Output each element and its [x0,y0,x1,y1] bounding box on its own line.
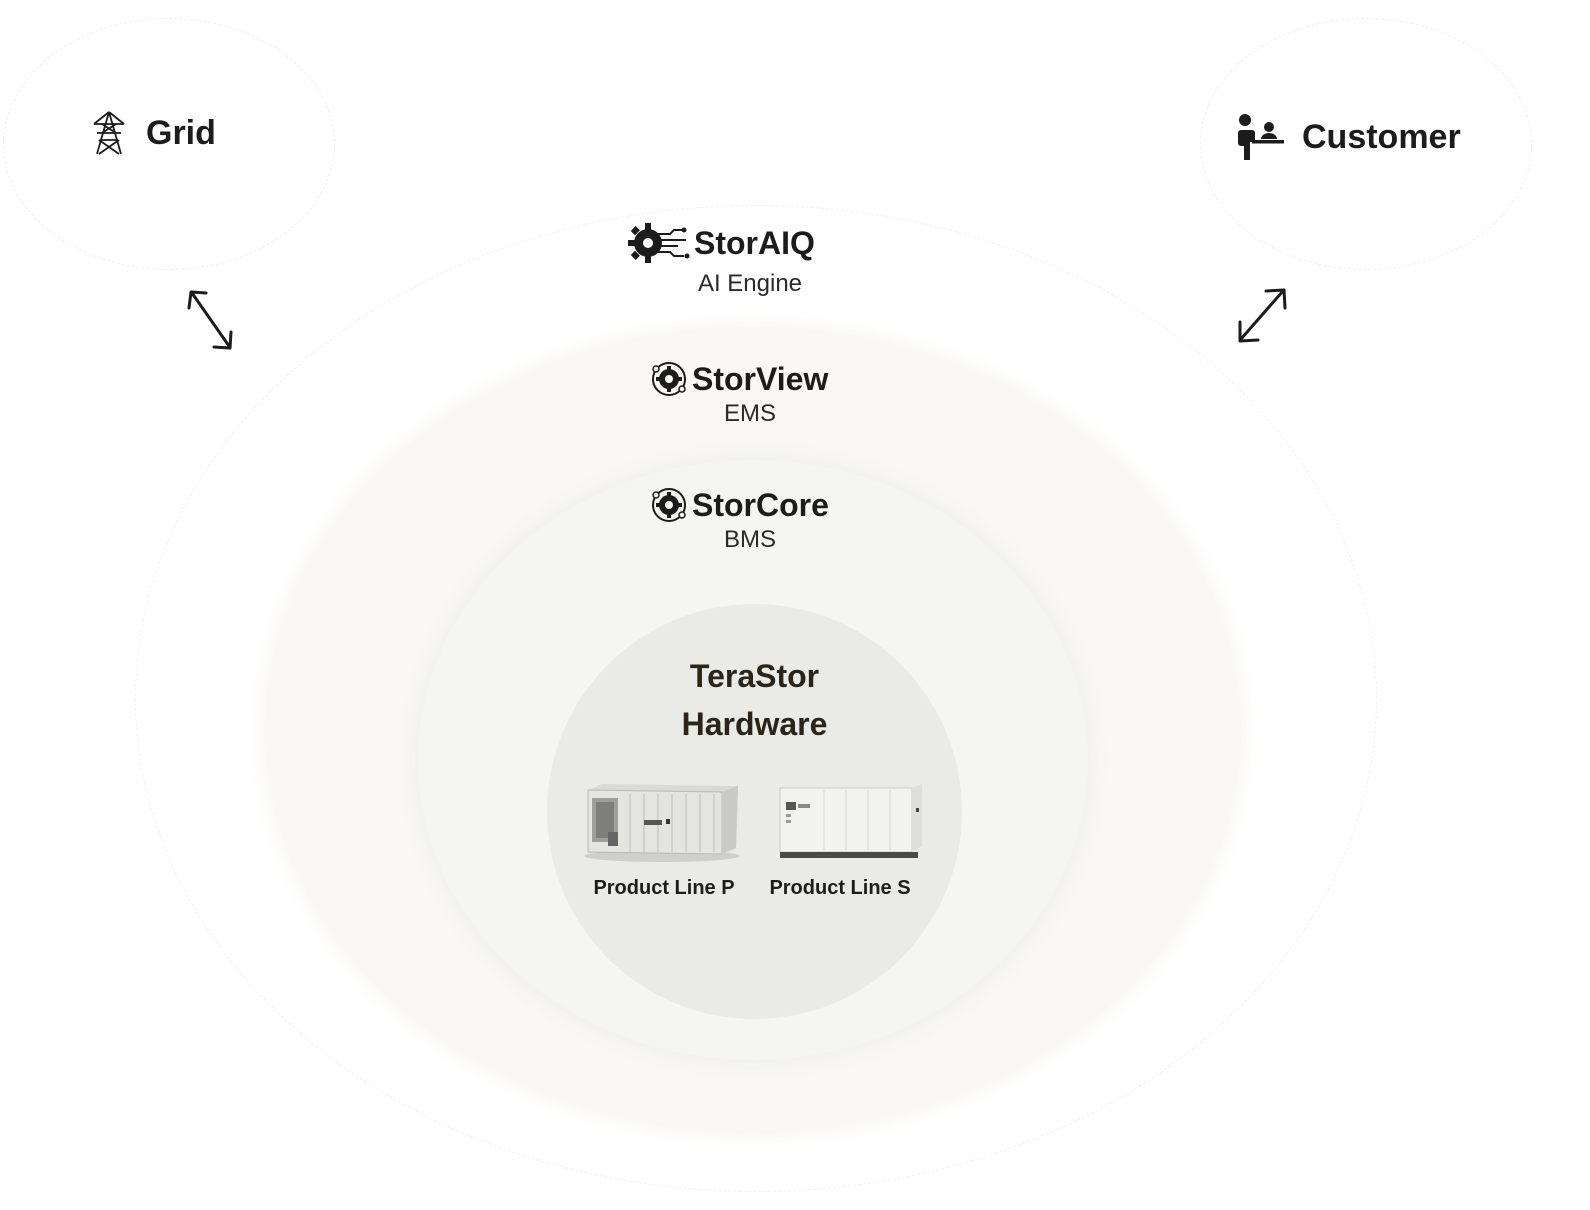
product-line-s-label: Product Line S [769,877,911,899]
transmission-tower-icon [88,110,130,156]
gear-circle-icon [650,360,688,398]
gear-circle-icon [650,486,688,524]
customer-exchange-arrow [1234,285,1290,345]
double-arrow-icon [1238,288,1287,343]
customer-node-circle [1200,18,1532,270]
storaiq-subtitle: AI Engine [697,270,803,297]
customer-node: Customer [1236,112,1461,162]
hardware-title-line1: TeraStor [689,658,820,694]
grid-exchange-arrow [185,288,235,352]
storaiq-name: StorAIQ [694,224,815,261]
double-arrow-icon [187,290,233,350]
product-line-s-image [776,782,926,862]
product-line-p-image [582,782,742,862]
storaiq-heading: StorAIQ [628,222,815,264]
storview-name: StorView [692,360,829,397]
product-line-p-label: Product Line P [593,877,735,899]
grid-label: Grid [146,113,216,152]
storcore-subtitle: BMS [723,526,776,553]
storcore-heading: StorCore [650,486,829,524]
hardware-title-line2: Hardware [681,706,828,742]
storcore-name: StorCore [692,486,829,523]
storview-heading: StorView [650,360,828,398]
customer-service-icon [1236,112,1286,162]
storview-subtitle: EMS [723,400,776,427]
hardware-title: TeraStor Hardware [547,652,962,748]
gear-circuit-icon [628,222,690,264]
customer-label: Customer [1302,117,1461,156]
grid-node-circle [3,18,335,270]
grid-node: Grid [88,110,216,156]
